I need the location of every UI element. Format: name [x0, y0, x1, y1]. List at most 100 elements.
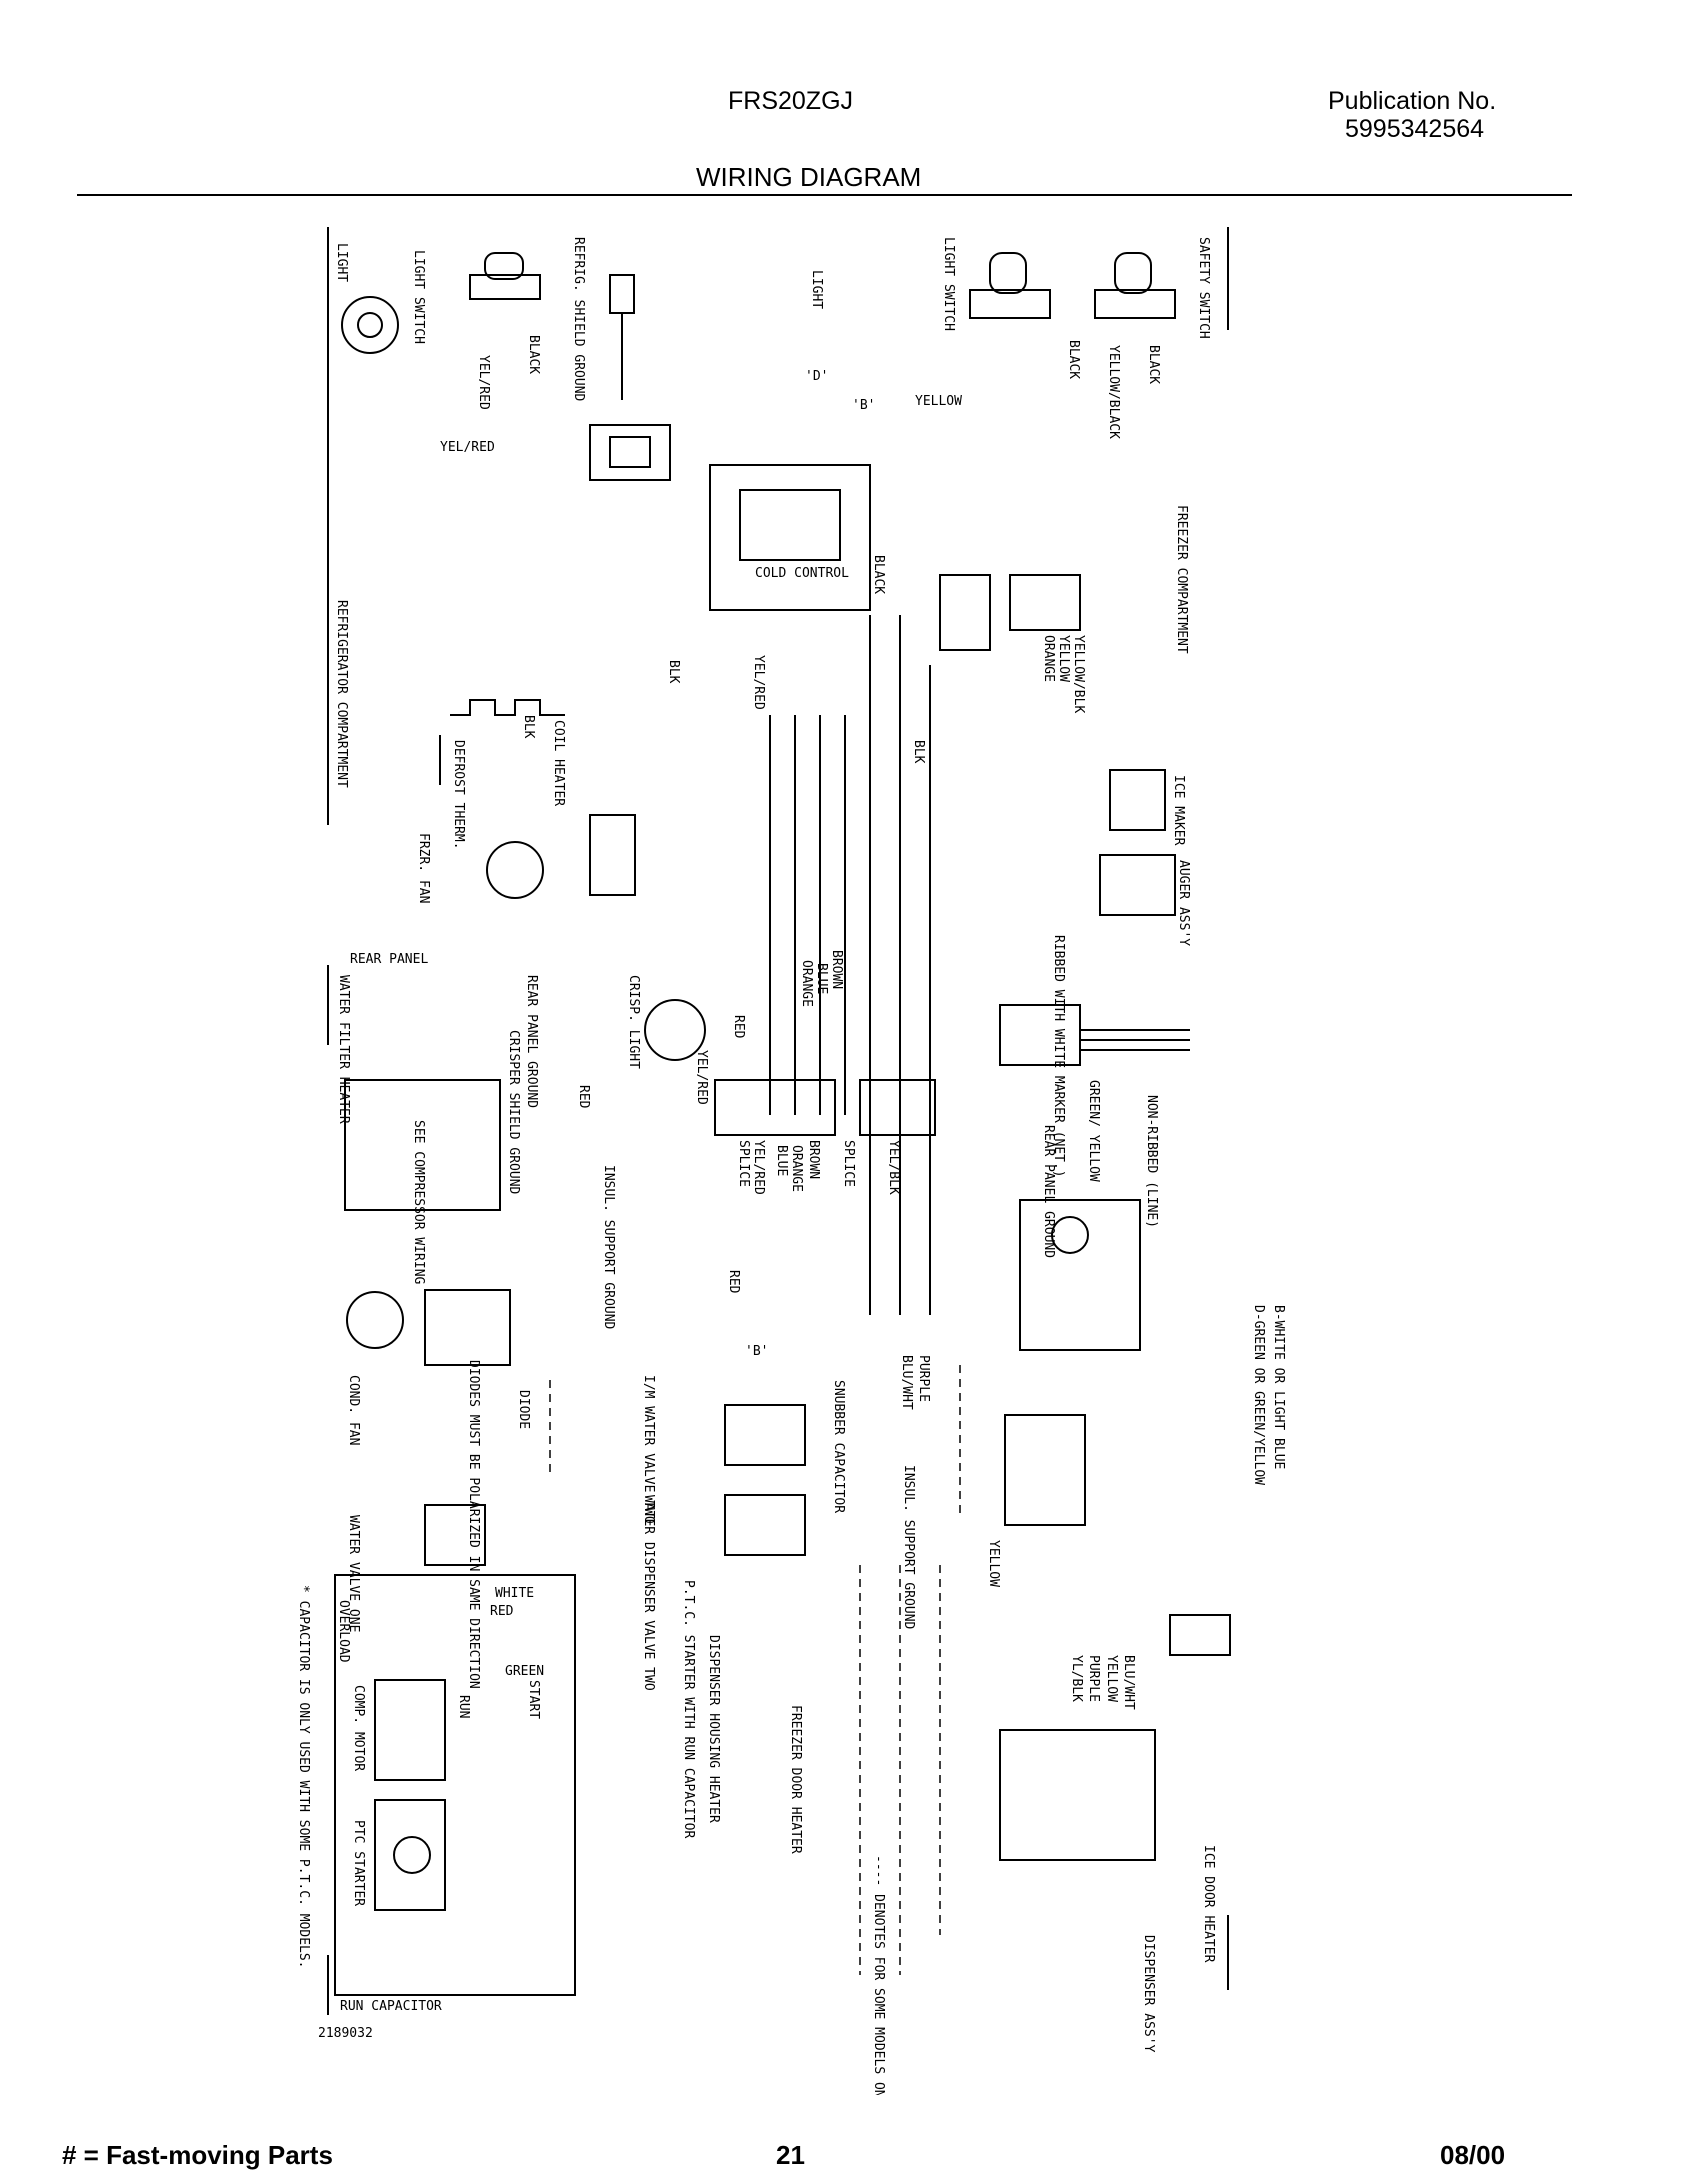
wire-run: RUN	[456, 1695, 471, 1718]
wire-blk-coil: BLK	[521, 715, 536, 739]
wire-black-safety: BLACK	[1146, 345, 1161, 384]
wire-red-comp: RED	[576, 1085, 591, 1109]
wire-blue-low: BLUE	[774, 1145, 789, 1176]
wire-yellow-disp: YELLOW	[986, 1540, 1001, 1587]
wire-green-yellow: GREEN/ YELLOW	[1086, 1080, 1101, 1182]
wire-b-mark-2: 'B'	[745, 1344, 768, 1359]
wire-purple-dispenser: PURPLE	[1086, 1655, 1101, 1702]
label-freezer-door-heater: FREEZER DOOR HEATER	[788, 1705, 803, 1854]
wire-yellow-top: YELLOW	[1056, 635, 1071, 682]
footer-legend: # = Fast-moving Parts	[62, 2140, 333, 2170]
wire-orange-low: ORANGE	[789, 1145, 804, 1192]
wire-blu-wht: BLU/WHT	[899, 1355, 914, 1410]
label-water-dispenser-valve: WATER DISPENSER VALVE TWO	[641, 1495, 656, 1691]
wire-black-left: BLACK	[526, 335, 541, 374]
label-crisp-light: CRISP. LIGHT	[626, 975, 641, 1069]
label-light-switch-left: LIGHT SWITCH	[411, 250, 426, 344]
wire-brown-low: BROWN	[806, 1140, 821, 1179]
label-defrost-therm: DEFROST THERM.	[451, 740, 466, 850]
wire-b-mark-1: 'B'	[852, 398, 875, 413]
wire-red-low: RED	[726, 1270, 741, 1294]
wire-white: WHITE	[495, 1586, 534, 1601]
page-title: WIRING DIAGRAM	[696, 162, 922, 192]
label-rear-panel-ground: REAR PANEL GROUND	[524, 975, 539, 1108]
label-overload: OVERLOAD	[336, 1600, 351, 1663]
label-legend-d: D-GREEN OR GREEN/YELLOW	[1251, 1305, 1266, 1485]
label-denotes-some-models: ---- DENOTES FOR SOME MODELS ONLY.	[871, 1855, 886, 2095]
label-freezer-compartment: FREEZER COMPARTMENT	[1174, 505, 1189, 654]
label-water-valve-one: WATER VALVE ONE	[346, 1515, 361, 1632]
label-crisper-shield-ground: CRISPER SHIELD GROUND	[506, 1030, 521, 1195]
wire-yl-blk: YL/BLK	[1069, 1655, 1084, 1702]
label-run-capacitor: RUN CAPACITOR	[340, 1999, 442, 2014]
label-dispenser-assy: DISPENSER ASS'Y	[1141, 1935, 1156, 2053]
footer-date: 08/00	[1440, 2140, 1506, 2170]
label-coil-heater: COIL HEATER	[551, 720, 566, 806]
wire-black-right: BLACK	[1066, 340, 1081, 379]
label-rear-panel: REAR PANEL	[350, 952, 428, 967]
wire-black-cold: BLACK	[871, 555, 886, 594]
wire-brown: BROWN	[829, 950, 844, 989]
wire-red-mid: RED	[731, 1015, 746, 1039]
label-safety-switch: SAFETY SWITCH	[1196, 237, 1211, 339]
label-cold-control: COLD CONTROL	[755, 566, 849, 581]
wire-yellow-blk: YELLOW/BLK	[1071, 635, 1086, 713]
label-see-compressor-wiring: SEE COMPRESSOR WIRING	[411, 1120, 426, 1285]
model-number: FRS20ZGJ	[728, 87, 854, 115]
label-light-left: LIGHT	[334, 243, 349, 282]
label-water-filter-heater: WATER FILTER HEATER	[336, 975, 351, 1124]
label-ptc-starter-run-cap: P.T.C. STARTER WITH RUN CAPACITOR	[681, 1580, 696, 1838]
label-snubber-capacitor: SNUBBER CAPACITOR	[831, 1380, 846, 1513]
publication-label: Publication No.	[1328, 87, 1497, 115]
label-ice-door-heater: ICE DOOR HEATER	[1201, 1845, 1216, 1963]
wire-d-mark-1: 'D'	[805, 369, 828, 384]
wire-yel-red-horizontal: YEL/RED	[440, 440, 495, 455]
label-cond-fan: COND. FAN	[346, 1375, 361, 1445]
label-light-center: LIGHT	[809, 270, 824, 309]
wire-yel-blk: YEL/BLK	[886, 1140, 901, 1195]
wire-red-ptc: RED	[490, 1604, 514, 1619]
label-ice-maker: ICE MAKER	[1171, 775, 1186, 846]
wire-start: START	[526, 1680, 541, 1719]
wire-orange: ORANGE	[799, 960, 814, 1007]
label-non-ribbed: NON-RIBBED (LINE)	[1144, 1095, 1159, 1228]
label-auger-assy: AUGER ASS'Y	[1176, 860, 1191, 946]
wire-blu-wht-dispenser: BLU/WHT	[1121, 1655, 1136, 1710]
label-diodes-note: DIODES MUST BE POLARIZED IN SAME DIRECTI…	[466, 1360, 481, 1689]
label-dispenser-housing-heater: DISPENSER HOUSING HEATER	[706, 1635, 721, 1823]
label-ptc-starter: PTC STARTER	[351, 1820, 366, 1906]
wire-splice-right: SPLICE	[841, 1140, 856, 1187]
wire-blue: BLUE	[814, 963, 829, 994]
label-capacitor-note: * CAPACITOR IS ONLY USED WITH SOME P.T.C…	[300, 1585, 311, 1969]
label-refrigerator-compartment: REFRIGERATOR COMPARTMENT	[334, 600, 349, 788]
label-frzr-fan: FRZR. FAN	[416, 833, 431, 903]
page-number: 21	[776, 2140, 805, 2170]
wire-blk-top: BLK	[666, 660, 681, 684]
wire-green: GREEN	[505, 1664, 544, 1679]
label-ribbed: RIBBED WITH WHITE MARKER (NET.)	[1051, 935, 1066, 1178]
wire-yellow: YELLOW	[915, 394, 962, 409]
label-legend-b: B-WHITE OR LIGHT BLUE	[1271, 1305, 1286, 1469]
label-light-switch-right: LIGHT SWITCH	[941, 237, 956, 331]
label-insul-support-ground: INSUL. SUPPORT GROUND	[601, 1165, 616, 1330]
wire-splice-left: SPLICE	[736, 1140, 751, 1187]
label-comp-motor: COMP. MOTOR	[351, 1685, 366, 1771]
label-im-water-valve: I/M WATER VALVE TWO	[641, 1375, 656, 1524]
header-rule	[77, 194, 1572, 196]
label-part-number: 2189032	[318, 2026, 373, 2041]
wire-purple: PURPLE	[916, 1355, 931, 1402]
wiring-diagram: LIGHT LIGHT SWITCH REFRIG. SHIELD GROUND…	[300, 227, 1286, 2095]
label-rear-panel-ground-right: REAR PANEL GROUND	[1041, 1125, 1056, 1258]
wire-blk-center: BLK	[911, 740, 926, 764]
label-refrig-shield-ground: REFRIG. SHIELD GROUND	[571, 237, 586, 402]
wire-yel-red-mid: YEL/RED	[751, 655, 766, 710]
label-insul-support-ground-right: INSUL. SUPPORT GROUND	[901, 1465, 916, 1630]
publication-number: 5995342564	[1345, 115, 1485, 143]
wire-yel-red-crisp: YEL/RED	[694, 1050, 709, 1105]
wire-yellow-black: YELLOW/BLACK	[1106, 345, 1121, 439]
wire-yel-red-left: YEL/RED	[476, 355, 491, 410]
wire-yel-red-splice: YEL/RED	[751, 1140, 766, 1195]
wire-orange-top: ORANGE	[1041, 635, 1056, 682]
wire-yellow-dispenser: YELLOW	[1104, 1655, 1119, 1702]
label-diode: DIODE	[516, 1390, 531, 1429]
